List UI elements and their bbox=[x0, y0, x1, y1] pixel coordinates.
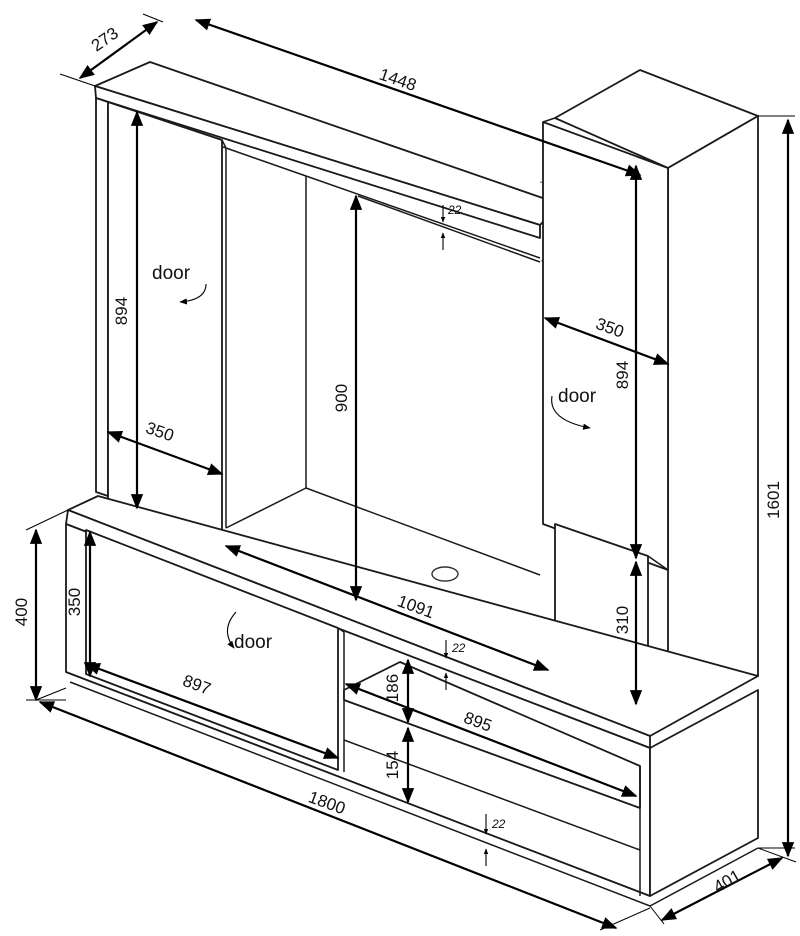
label-right-leg: 310 bbox=[613, 606, 632, 634]
door-swing-arrow-icon bbox=[179, 283, 207, 305]
door-annotations: door door door bbox=[152, 263, 597, 653]
label-drawer-height: 350 bbox=[65, 588, 84, 616]
door-swing-arrow-icon bbox=[226, 611, 237, 649]
door-swing-arrow-icon bbox=[551, 395, 591, 430]
cable-grommet-icon bbox=[431, 566, 459, 582]
label-gap-bottom: 22 bbox=[491, 817, 506, 831]
label-gap-top: 22 bbox=[447, 203, 462, 217]
label-gap-mid: 22 bbox=[451, 641, 466, 655]
door-label-upper-left: door bbox=[152, 263, 191, 284]
label-right-height: 894 bbox=[613, 361, 632, 389]
dim-line-left-depth bbox=[106, 430, 224, 476]
label-base-height: 400 bbox=[12, 598, 31, 626]
label-left-height: 894 bbox=[112, 297, 131, 325]
dim-line-center-width bbox=[224, 544, 550, 672]
dim-line-total-width bbox=[38, 700, 618, 930]
dim-line-base-depth bbox=[660, 857, 784, 921]
furniture bbox=[65, 61, 759, 907]
label-center-height: 900 bbox=[332, 384, 351, 412]
dim-line-right-depth bbox=[543, 316, 670, 366]
label-shelf-height: 186 bbox=[383, 674, 402, 702]
door-label-upper-right: door bbox=[558, 386, 597, 407]
label-total-height: 1601 bbox=[764, 481, 783, 519]
door-label-lower-left: door bbox=[234, 632, 273, 653]
dim-line-top-width bbox=[194, 18, 642, 177]
label-niche-height: 154 bbox=[383, 751, 402, 779]
dim-line-top-depth bbox=[78, 21, 159, 79]
